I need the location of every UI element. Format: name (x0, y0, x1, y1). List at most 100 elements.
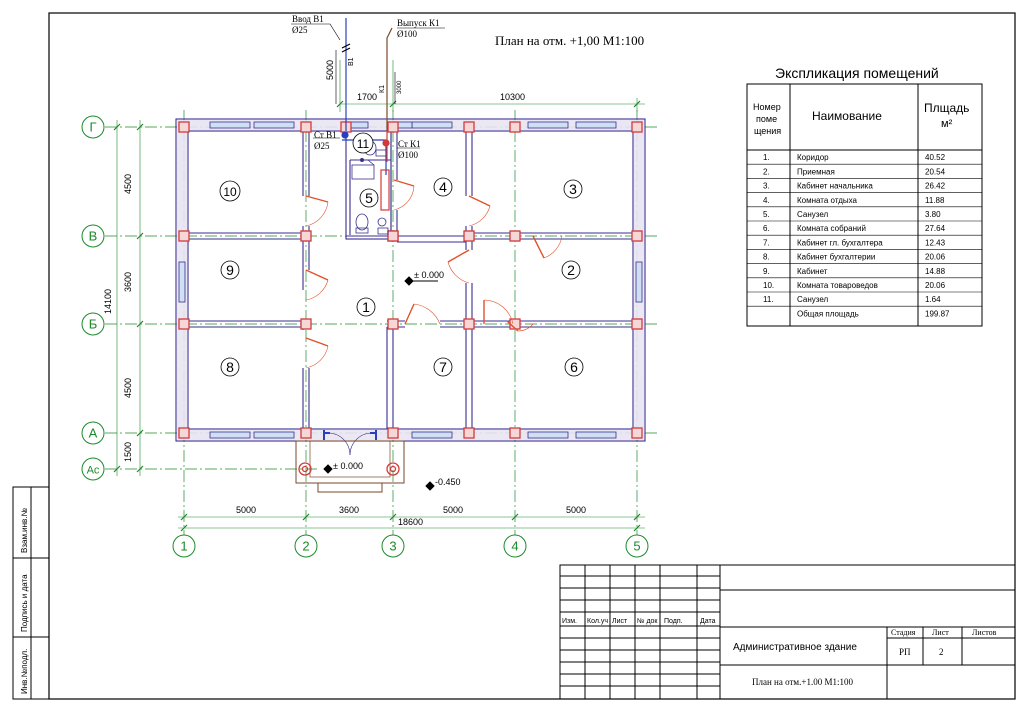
explication-total-value: 199.87 (925, 309, 950, 318)
explication-row-name: Кабинет гл. бухгалтера (797, 238, 883, 247)
room-bubble (359, 188, 379, 208)
pipe-outlet-dia: Ø100 (397, 29, 417, 39)
column (631, 121, 643, 133)
room-number: 8 (226, 359, 234, 375)
explication-row-area: 20.06 (925, 281, 946, 290)
room-bubble (561, 260, 581, 280)
pipes (341, 18, 393, 211)
explication-row-name: Кабинет бухгалтерии (797, 253, 875, 262)
explication-row-area: 1.64 (925, 295, 941, 304)
room-number: 6 (570, 359, 578, 375)
dim-left-4: 1500 (123, 442, 133, 462)
title-block-header: Дата (700, 618, 716, 625)
axis-label-number: 5 (633, 539, 640, 554)
explication-row-num: 4. (763, 196, 770, 205)
axis-bubble-number (503, 534, 527, 558)
column (463, 230, 475, 242)
porch (295, 440, 405, 493)
explication-title: Экспликация помещений (775, 65, 939, 81)
side-stamp-inventory: Инв.№подл. (20, 649, 29, 694)
dim-tick (389, 513, 397, 521)
room-bubble (433, 177, 453, 197)
room-number: 2 (567, 262, 575, 278)
dim-left-3: 4500 (123, 378, 133, 398)
axis-bubble-letter (81, 224, 105, 248)
floor-plan: Ввод В1 Ø25 Выпуск К1 Ø100 Ст В1 Ø25 Ст … (81, 14, 660, 558)
axis-bubble-letter (81, 115, 105, 139)
columns (178, 121, 643, 439)
room-bubble (563, 179, 583, 199)
explication-col-num-1: Номер (753, 102, 781, 112)
explication-row-num: 6. (763, 224, 770, 233)
explication-row-area: 3.80 (925, 210, 941, 219)
dim-tick (136, 232, 144, 240)
room-bubble (433, 357, 453, 377)
dim-tick (633, 100, 641, 108)
riser-b-dia: Ø25 (314, 141, 330, 151)
room-bubble (352, 132, 374, 154)
column (387, 318, 399, 330)
dim-bottom-4: 5000 (566, 505, 586, 515)
dim-tick (511, 513, 519, 521)
column (387, 121, 399, 133)
column (463, 427, 475, 439)
explication-row-name: Приемная (797, 167, 835, 176)
axis-label-number: 3 (389, 539, 396, 554)
dim-tick (136, 123, 144, 131)
outer-walls (175, 118, 646, 442)
column (300, 427, 312, 439)
explication-row-area: 26.42 (925, 182, 946, 191)
windows (178, 121, 643, 439)
column (178, 318, 190, 330)
axis-label-number: 1 (180, 539, 187, 554)
title-block-project: Административное здание (733, 642, 857, 653)
pipe-inlet-dia: Ø25 (292, 25, 308, 35)
title-block-header: Кол.уч (587, 618, 608, 625)
room-bubble (356, 297, 376, 317)
dim-left-1: 4500 (123, 174, 133, 194)
room-number: 9 (226, 262, 234, 278)
title-block-header: Лист (612, 618, 628, 625)
dim-tick (633, 524, 641, 532)
explication-row-area: 12.43 (925, 238, 946, 247)
riser-k-title: Ст К1 (398, 139, 421, 149)
explication-col-num-3: щения (754, 126, 781, 136)
room-bubble (220, 357, 240, 377)
explication-grid (746, 83, 983, 327)
explication-row-area: 40.52 (925, 153, 946, 162)
explication-row-name: Комната собраний (797, 224, 866, 233)
title-block-header: № док (637, 618, 658, 625)
explication-row-area: 20.06 (925, 253, 946, 262)
explication-row-num: 3. (763, 182, 770, 191)
title-block-sheet: 2 (939, 647, 944, 657)
explication-col-name: Наимование (812, 109, 882, 123)
explication-row-num: 1. (763, 153, 770, 162)
room-bubble (220, 260, 240, 280)
axis-bubble-letter (81, 312, 105, 336)
level-ground: -0.450 (435, 477, 461, 487)
column (631, 318, 643, 330)
axis-label-letter: Г (89, 120, 96, 135)
column (387, 230, 399, 242)
explication-row-name: Кабинет начальника (797, 182, 873, 191)
explication-row-num: 7. (763, 238, 770, 247)
dim-tick (113, 465, 121, 473)
dim-tick (180, 524, 188, 532)
title-block (559, 564, 1016, 700)
dim-tick (336, 100, 344, 108)
explication-total-label: Общая площадь (797, 309, 859, 318)
dim-bottom-total: 18600 (398, 517, 423, 527)
axis-label-letter: Ас (87, 465, 100, 477)
title-block-sheets-label: Листов (972, 628, 997, 637)
title-block-header: Изм. (562, 618, 577, 625)
column (509, 230, 521, 242)
column (387, 427, 399, 439)
axis-label-letter: В (89, 229, 98, 244)
entrance-door (323, 430, 377, 440)
explication-col-num-2: поме (756, 114, 777, 124)
level-marks (323, 276, 438, 491)
dim-left-2: 3600 (123, 272, 133, 292)
side-stamp (12, 486, 50, 700)
column (178, 427, 190, 439)
